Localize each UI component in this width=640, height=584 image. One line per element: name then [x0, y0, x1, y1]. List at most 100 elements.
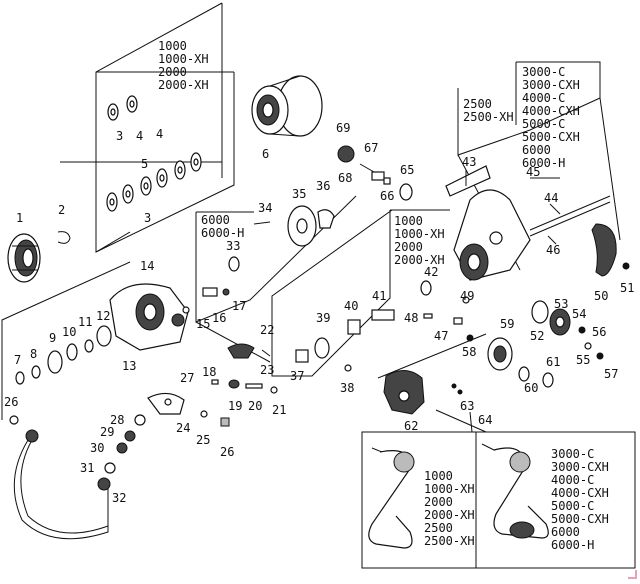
- part-label-17: 17: [232, 299, 246, 313]
- handle-left-model-3: 2000: [424, 495, 453, 509]
- handle-left-model-5: 2500: [424, 521, 453, 535]
- drag-washers-stack: [106, 152, 202, 212]
- drive-gear-parts: [466, 300, 604, 388]
- bail-model-2: 1000-XH: [394, 227, 445, 241]
- handle-right-model-2: 3000-CXH: [551, 460, 609, 474]
- part-label-56: 56: [592, 325, 606, 339]
- part-label-30: 30: [90, 441, 104, 455]
- body-model-list-2500: 2500 2500-XH: [463, 97, 514, 124]
- part-label-44: 44: [544, 191, 558, 205]
- part-label-29: 29: [100, 425, 114, 439]
- part-label-65: 65: [400, 163, 414, 177]
- handle-box: [361, 333, 636, 569]
- handle-left-model-4: 2000-XH: [424, 508, 475, 522]
- part-label-35: 35: [292, 187, 306, 201]
- handle-left-model-1: 1000: [424, 469, 453, 483]
- part-label-26: 26: [220, 445, 234, 459]
- part-label-47: 47: [434, 329, 448, 343]
- part-label-46: 46: [546, 243, 560, 257]
- handle-large: [481, 443, 549, 539]
- handle-left-model-2: 1000-XH: [424, 482, 475, 496]
- part-label-52: 52: [530, 329, 544, 343]
- screw-26: [9, 415, 19, 425]
- part-label-6: 6: [262, 147, 269, 161]
- rotor-nut-stack: [15, 325, 112, 385]
- part-label-59: 59: [500, 317, 514, 331]
- part-label-64: 64: [478, 413, 492, 427]
- part-label-4: 4: [156, 127, 163, 141]
- handle-right-model-6: 5000-CXH: [551, 512, 609, 526]
- part-label-39: 39: [316, 311, 330, 325]
- drag-knob: [7, 233, 41, 283]
- body-model-7: 6000: [522, 143, 551, 157]
- large-model-list: 6000 6000-H: [201, 213, 244, 240]
- part-label-41: 41: [372, 289, 386, 303]
- rotor: [109, 283, 189, 351]
- part-label-45: 45: [526, 165, 540, 179]
- body-model-4: 4000-CXH: [522, 104, 580, 118]
- body-model-6: 5000-CXH: [522, 130, 580, 144]
- spool-model-4: 2000-XH: [158, 78, 209, 92]
- spool-model-3: 2000: [158, 65, 187, 79]
- part-label-37: 37: [290, 369, 304, 383]
- part-label-7: 7: [14, 353, 21, 367]
- corner-mark: [628, 570, 637, 579]
- bail-arm-small-parts: [182, 287, 230, 314]
- part-label-58: 58: [462, 345, 476, 359]
- handle-right-model-3: 4000-C: [551, 473, 594, 487]
- oscillation-parts: [337, 145, 413, 201]
- bail-model-1: 1000: [394, 214, 423, 228]
- body-cover: [591, 223, 630, 277]
- body-model-5: 5000-C: [522, 117, 565, 131]
- part-label-16: 16: [212, 311, 226, 325]
- bail-model-4: 2000-XH: [394, 253, 445, 267]
- part-label-26b: 26: [4, 395, 18, 409]
- part-label-13: 13: [122, 359, 136, 373]
- part-label-66: 66: [380, 189, 394, 203]
- drag-washers-small: [107, 95, 138, 121]
- part-label-9: 9: [49, 331, 56, 345]
- part-label-69: 69: [336, 121, 350, 135]
- part-label-1: 1: [16, 211, 23, 225]
- spring-clip: [57, 231, 71, 244]
- body-model-1: 3000-C: [522, 65, 565, 79]
- handle-right-model-7: 6000: [551, 525, 580, 539]
- part-label-40: 40: [344, 299, 358, 313]
- part-label-63: 63: [460, 399, 474, 413]
- part-label-3: 3: [144, 211, 151, 225]
- part-label-8: 8: [30, 347, 37, 361]
- part-label-28: 28: [110, 413, 124, 427]
- spool-model-1: 1000: [158, 39, 187, 53]
- part-label-2: 2: [58, 203, 65, 217]
- part-label-24: 24: [176, 421, 190, 435]
- part-label-14: 14: [140, 259, 154, 273]
- part-label-67: 67: [364, 141, 378, 155]
- part-labels: 1 2 3 4 3 4 5 6 7 8 9 10 11 12 13 14 15 …: [4, 121, 634, 505]
- large-model-bracket: [195, 195, 357, 323]
- part-label-3a: 3: [116, 129, 123, 143]
- handle-right-model-5: 5000-C: [551, 499, 594, 513]
- large-model-1: 6000: [201, 213, 230, 227]
- body-model-2500-xh: 2500-XH: [463, 110, 514, 124]
- part-label-31: 31: [80, 461, 94, 475]
- reel-body: [445, 165, 611, 281]
- pinion-bearing: [228, 205, 335, 272]
- part-label-21: 21: [272, 403, 286, 417]
- handle-right-model-1: 3000-C: [551, 447, 594, 461]
- part-label-51: 51: [620, 281, 634, 295]
- bail-wire: [13, 429, 111, 540]
- part-label-61: 61: [546, 355, 560, 369]
- bail-model-3: 2000: [394, 240, 423, 254]
- part-label-53: 53: [554, 297, 568, 311]
- part-label-48: 48: [404, 311, 418, 325]
- part-label-23: 23: [260, 363, 274, 377]
- part-label-68: 68: [338, 171, 352, 185]
- body-model-2500: 2500: [463, 97, 492, 111]
- handle-small: [368, 447, 415, 549]
- part-label-25: 25: [196, 433, 210, 447]
- handle-model-list-left: 1000 1000-XH 2000 2000-XH 2500 2500-XH: [424, 469, 475, 548]
- body-outline-bracket: [1, 261, 271, 420]
- part-label-57: 57: [604, 367, 618, 381]
- part-label-54: 54: [572, 307, 586, 321]
- line-roller: [211, 379, 278, 394]
